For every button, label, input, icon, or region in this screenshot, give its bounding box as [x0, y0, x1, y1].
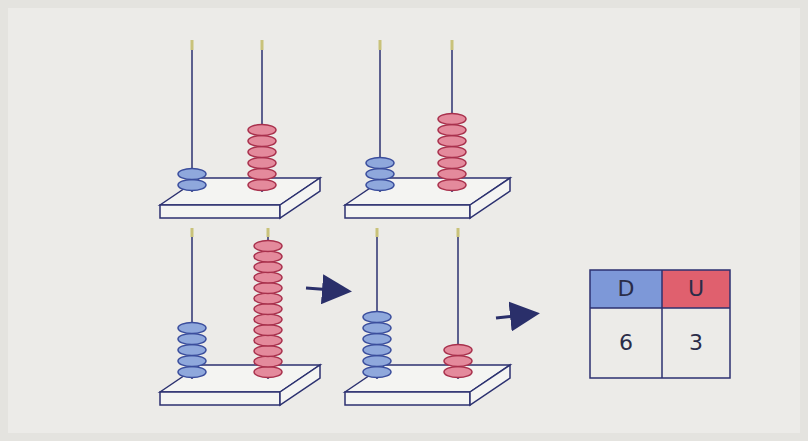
- bead: [363, 356, 391, 367]
- table-grid: [590, 307, 730, 309]
- bead: [248, 158, 276, 169]
- column-header: U: [662, 270, 730, 308]
- abacus-base: [345, 392, 470, 405]
- abacus-base: [470, 365, 510, 405]
- bead: [444, 356, 472, 367]
- bead: [363, 323, 391, 334]
- bead: [248, 136, 276, 147]
- bead: [178, 356, 206, 367]
- abacus: [160, 40, 320, 218]
- bead: [178, 169, 206, 180]
- bead: [248, 125, 276, 136]
- column-header: D: [590, 270, 662, 308]
- bead: [366, 180, 394, 191]
- abacus: [345, 228, 510, 405]
- abacus-base: [345, 205, 470, 218]
- table-cell: 3: [662, 308, 730, 378]
- bead: [248, 169, 276, 180]
- units-header-fill: [662, 270, 730, 308]
- bead: [248, 180, 276, 191]
- bead: [254, 293, 282, 304]
- bead: [363, 334, 391, 345]
- bead: [444, 345, 472, 356]
- bead: [254, 304, 282, 315]
- rod-tip: [376, 228, 379, 237]
- rod-tip: [261, 40, 264, 50]
- abacus: [160, 228, 320, 405]
- bead: [438, 158, 466, 169]
- bead: [178, 367, 206, 378]
- bead-stack: [178, 125, 276, 191]
- bead: [254, 346, 282, 357]
- abacus: [345, 40, 510, 218]
- abacus-base: [470, 178, 510, 218]
- bead: [254, 356, 282, 367]
- rod-tip: [457, 228, 460, 237]
- rod-tip: [267, 228, 270, 237]
- bead: [444, 367, 472, 378]
- bead: [254, 283, 282, 294]
- bead: [178, 334, 206, 345]
- abacus-base: [160, 392, 280, 405]
- bead: [254, 262, 282, 273]
- bead: [363, 345, 391, 356]
- bead: [178, 345, 206, 356]
- tens-header-fill: [590, 270, 662, 308]
- bead-stack: [366, 114, 466, 191]
- bead: [438, 180, 466, 191]
- table-cell: 6: [590, 308, 662, 378]
- bead: [438, 169, 466, 180]
- table-border: [590, 270, 730, 378]
- bead-stack: [178, 241, 282, 378]
- bead: [438, 125, 466, 136]
- bead: [254, 251, 282, 262]
- bead: [366, 158, 394, 169]
- bead: [248, 147, 276, 158]
- bead-stack: [363, 312, 472, 378]
- abacus-base: [160, 205, 280, 218]
- arrow: [496, 314, 534, 318]
- bead: [363, 367, 391, 378]
- abacus-base: [280, 178, 320, 218]
- rod-tip: [191, 40, 194, 50]
- bead: [438, 147, 466, 158]
- bead: [254, 325, 282, 336]
- rod-tip: [379, 40, 382, 50]
- bead: [254, 241, 282, 252]
- bead: [254, 314, 282, 325]
- bead: [366, 169, 394, 180]
- table-grid: [661, 270, 663, 378]
- bead: [254, 367, 282, 378]
- bead: [438, 114, 466, 125]
- place-value-table: [590, 270, 730, 378]
- rod-tip: [191, 228, 194, 237]
- bead: [363, 312, 391, 323]
- arrow: [306, 288, 346, 291]
- bead: [438, 136, 466, 147]
- rod-tip: [451, 40, 454, 50]
- bead: [178, 180, 206, 191]
- abacus-base: [280, 365, 320, 405]
- bead: [178, 323, 206, 334]
- bead: [254, 335, 282, 346]
- paper: [8, 8, 800, 433]
- bead: [254, 272, 282, 283]
